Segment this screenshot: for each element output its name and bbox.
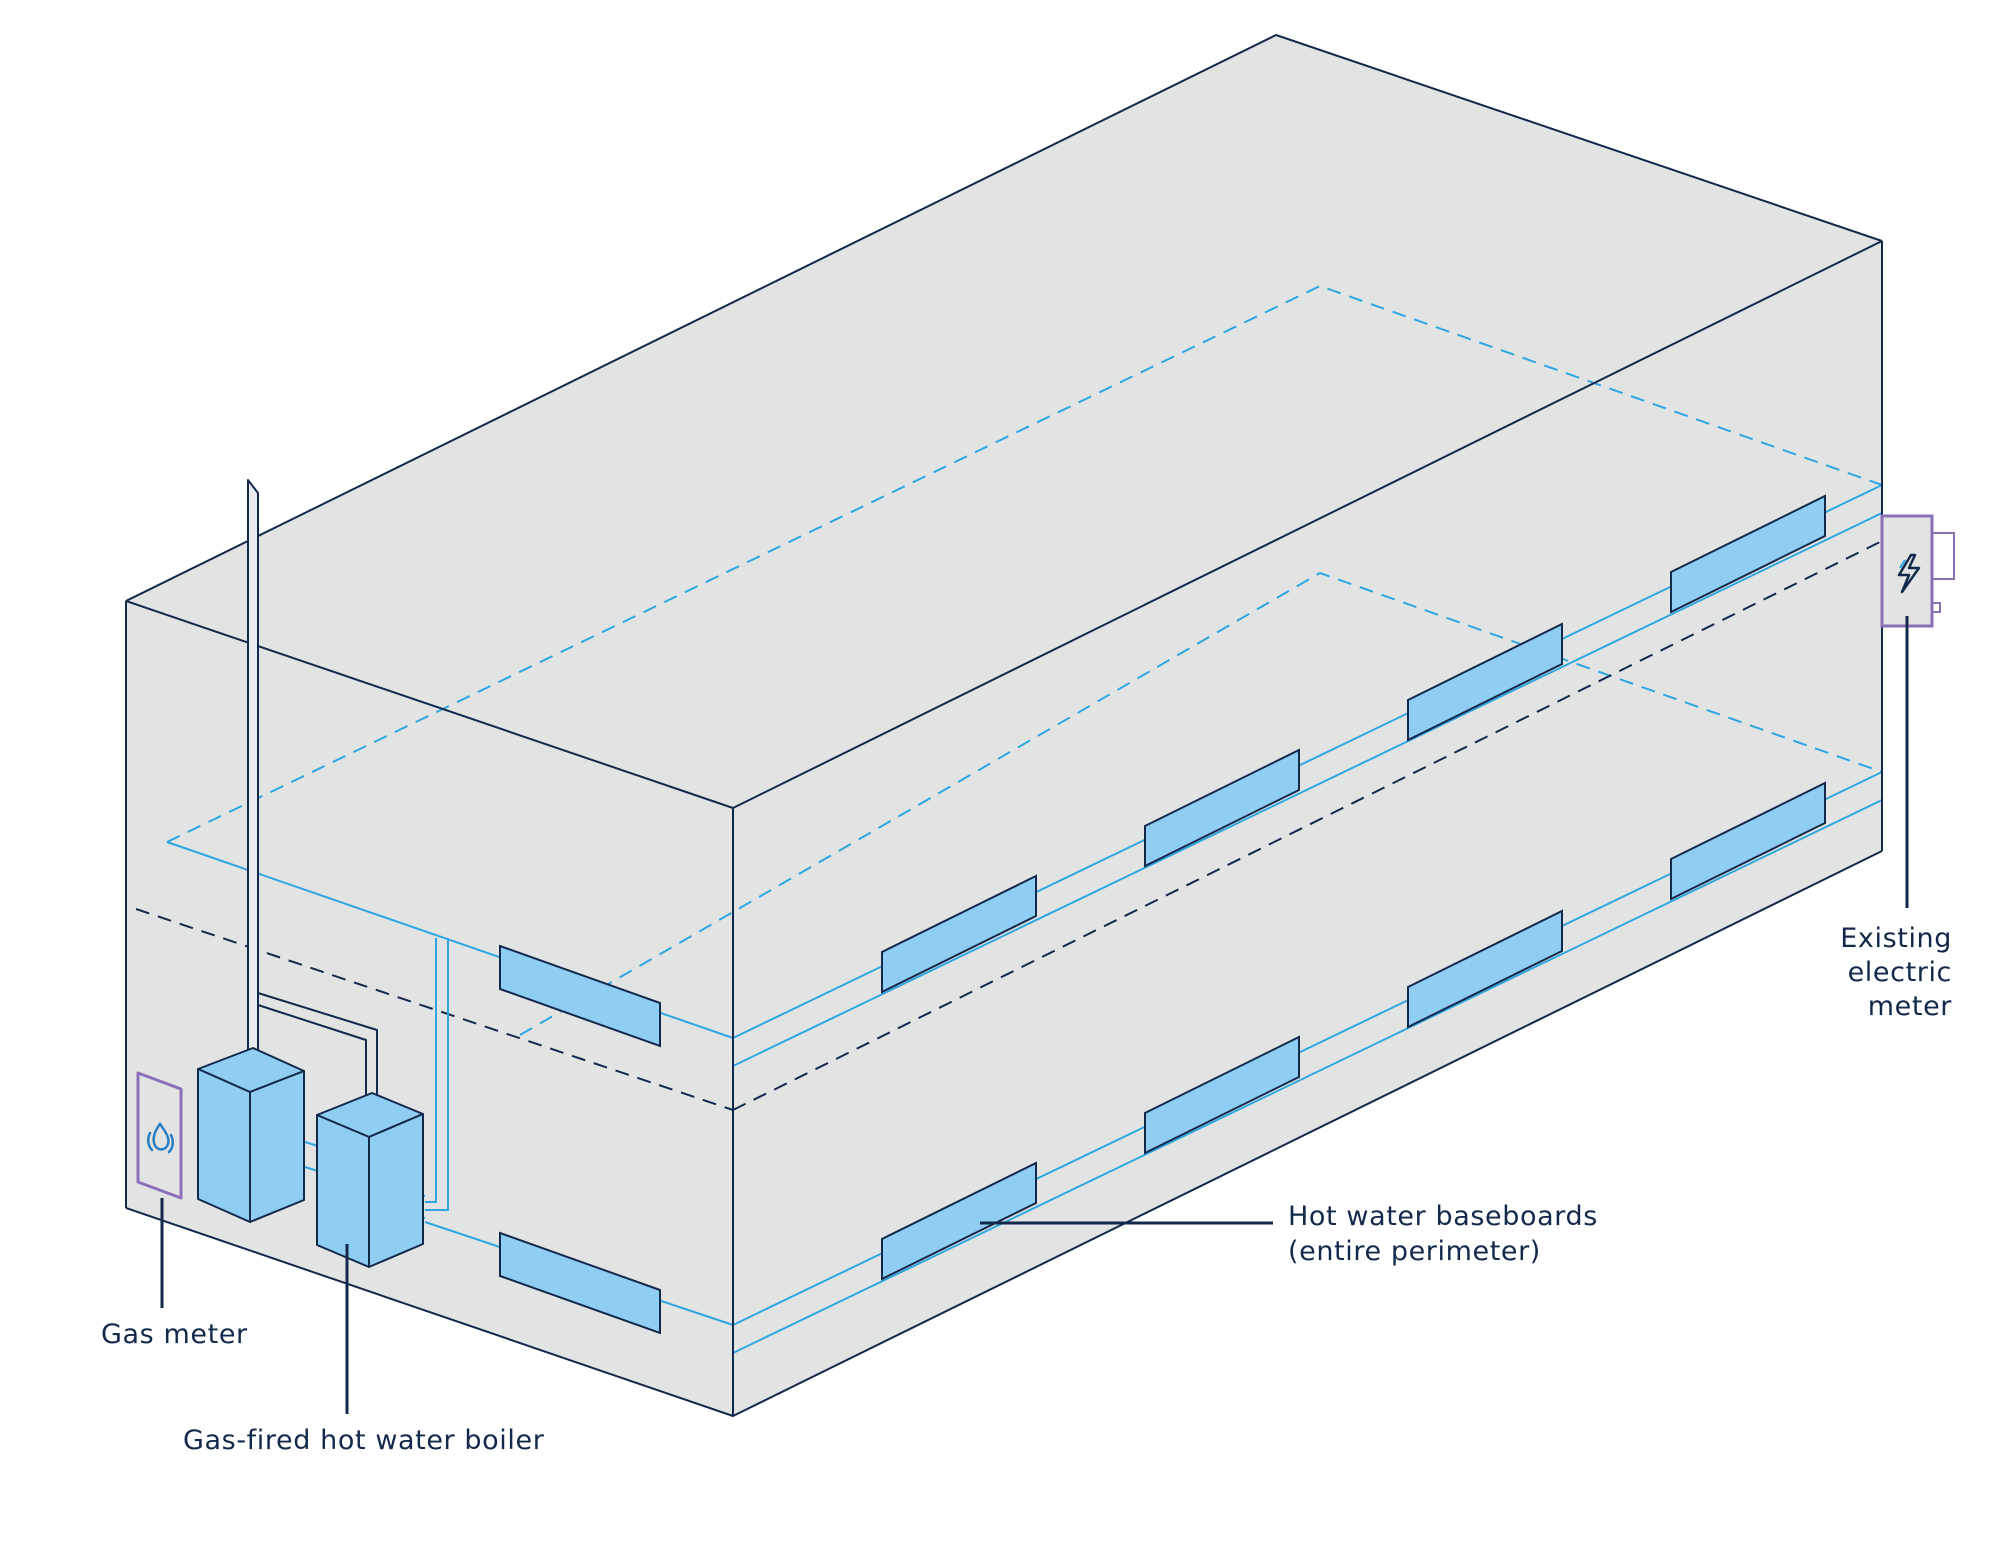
base-edge	[125, 850, 1883, 1417]
mid-floor-division-front	[732, 540, 1883, 1111]
baseboard-upper-side	[499, 944, 661, 1048]
flue-connector-outer	[257, 992, 378, 1105]
baseboard-upper-3	[1407, 622, 1563, 742]
electric-meter	[1880, 514, 1955, 628]
pipe-riser-inner	[425, 938, 449, 1211]
label-baseboards-line1: Hot water baseboards	[1288, 1201, 1598, 1232]
lightning-bolt-icon	[1897, 553, 1921, 594]
baseboard-lower-4	[1670, 781, 1826, 901]
baseboard-lower-side	[499, 1231, 661, 1335]
floor-outlines	[135, 284, 1883, 1111]
building-front-wall	[733, 241, 1882, 1416]
chimney-flue	[247, 479, 259, 1061]
pipe-riser-outer	[425, 938, 437, 1203]
gas-meter	[136, 1071, 183, 1200]
lower-floor-outline	[519, 571, 1883, 1036]
flue-connector-inner	[257, 1004, 367, 1105]
roof-edge	[125, 34, 1883, 602]
upper-floor-outline	[166, 284, 1883, 843]
boiler-1	[197, 1047, 305, 1223]
building-edges	[125, 34, 1883, 1417]
label-electric-line2: electric	[1848, 957, 1952, 988]
baseboard-lower-1	[881, 1161, 1037, 1281]
gas-fired-boilers	[197, 479, 424, 1268]
baseboard-upper-2	[1144, 748, 1300, 868]
baseboard-upper-1	[881, 874, 1037, 994]
baseboard-lower-3	[1407, 909, 1563, 1029]
building-roof	[126, 35, 1882, 808]
baseboard-upper-4	[1670, 494, 1826, 614]
labels: Gas meter Gas-fired hot water boiler Hot…	[101, 923, 1952, 1456]
leader-lines	[160, 616, 1909, 1414]
gas-meter-box	[136, 1071, 183, 1200]
label-gas-meter: Gas meter	[101, 1319, 248, 1350]
pipe-upper-return	[732, 512, 1883, 1067]
boiler-2	[316, 1092, 424, 1268]
label-boiler: Gas-fired hot water boiler	[183, 1425, 545, 1456]
label-electric-line1: Existing	[1840, 923, 1952, 954]
gas-flame-icon	[147, 1121, 174, 1154]
electric-meter-box	[1880, 514, 1934, 628]
baseboard-lower-2	[1144, 1035, 1300, 1155]
baseboard-heaters	[499, 494, 1826, 1335]
label-electric-line3: meter	[1868, 991, 1953, 1022]
electric-meter-side	[1931, 532, 1955, 580]
mid-floor-division-left	[135, 908, 734, 1111]
label-baseboards-line2: (entire perimeter)	[1288, 1236, 1541, 1267]
pipe-lower-return	[732, 799, 1883, 1354]
